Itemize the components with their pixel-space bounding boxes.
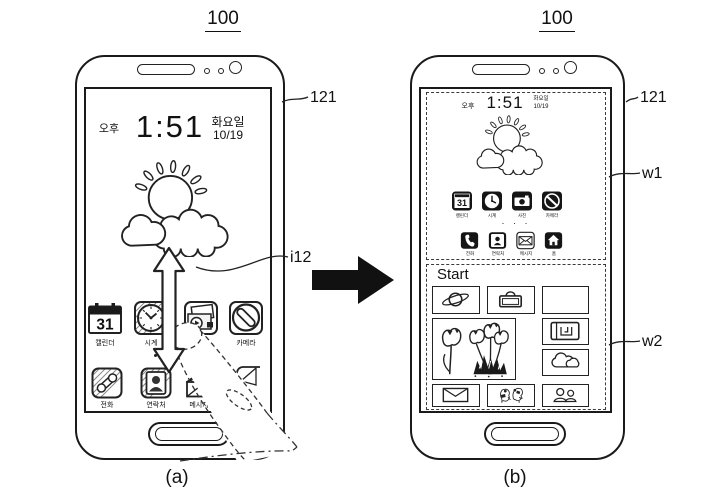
caption-a: (a) [157, 468, 197, 488]
phone-app-icon-b [460, 231, 479, 250]
sensor-dot-b2 [553, 68, 559, 74]
status-meridiem-a: 오후 [94, 124, 124, 136]
ref-121-a: 121 [310, 89, 337, 107]
app-label-phone-b: 전화 [455, 251, 485, 257]
camera-icon-b [511, 190, 533, 212]
tulips-icon [433, 319, 514, 378]
briefcase-icon [488, 287, 533, 312]
app-label-contacts-b: 연락처 [483, 251, 513, 257]
status-date-a: 10/19 [206, 129, 250, 142]
people-icon [543, 385, 587, 405]
home-icon-b [544, 231, 563, 250]
tile-figures [487, 384, 535, 407]
status-meridiem-b: 오후 [458, 103, 478, 110]
status-time-a: 1:51 [124, 111, 216, 144]
ref-w1: w1 [642, 165, 662, 183]
start-menu-title: Start [437, 267, 497, 283]
status-time-b: 1:51 [480, 94, 530, 112]
app-label-message-b: 메시지 [511, 251, 541, 257]
earpiece-b [472, 64, 530, 75]
front-camera-a [229, 61, 242, 74]
sensor-dot-a2 [218, 68, 224, 74]
tile-mail [432, 384, 480, 407]
status-date-b: 10/19 [528, 104, 554, 110]
calendar-icon-b: 31 [451, 190, 473, 212]
contacts-icon-b [488, 231, 507, 250]
message-icon-b [516, 231, 535, 250]
sensor-dot-a1 [204, 68, 210, 74]
planet-icon [433, 287, 478, 312]
page-dots-b: · · · [488, 219, 544, 228]
svg-text:31: 31 [457, 198, 467, 208]
earpiece-a [137, 64, 195, 75]
tile-people [542, 384, 589, 407]
cloud-icon [543, 350, 587, 374]
weather-widget-a [112, 158, 242, 257]
envelope-icon [433, 385, 478, 405]
cartridge-icon [543, 319, 587, 343]
app-label-home-b: 홈 [539, 251, 569, 257]
tile-blank [542, 286, 589, 314]
ref-121-b: 121 [640, 89, 667, 107]
tile-briefcase [487, 286, 535, 314]
status-weekday-a: 화요일 [206, 116, 250, 129]
caption-b: (b) [495, 468, 535, 488]
front-camera-b [564, 61, 577, 74]
no-camera-icon-b [541, 190, 563, 212]
ref-w2: w2 [642, 333, 662, 351]
figure-number-b: 100 [533, 8, 581, 30]
svg-text:31: 31 [96, 317, 114, 334]
app-label-calendar-b: 캘린더 [447, 213, 477, 219]
tile-cloud [542, 349, 589, 376]
home-button-b-inner [491, 427, 559, 441]
status-weekday-b: 화요일 [528, 97, 554, 103]
clock-icon-b [481, 190, 503, 212]
cartoon-figures-icon [488, 385, 533, 405]
transition-arrow [305, 250, 400, 310]
figure-number-a: 100 [199, 8, 247, 30]
swipe-up-down-arrow [146, 246, 192, 374]
tile-game [542, 318, 589, 345]
ref-i12: i12 [290, 249, 311, 267]
sensor-dot-b1 [539, 68, 545, 74]
weather-widget-b [473, 114, 549, 175]
tile-planet [432, 286, 480, 314]
tile-flowers [432, 318, 516, 380]
